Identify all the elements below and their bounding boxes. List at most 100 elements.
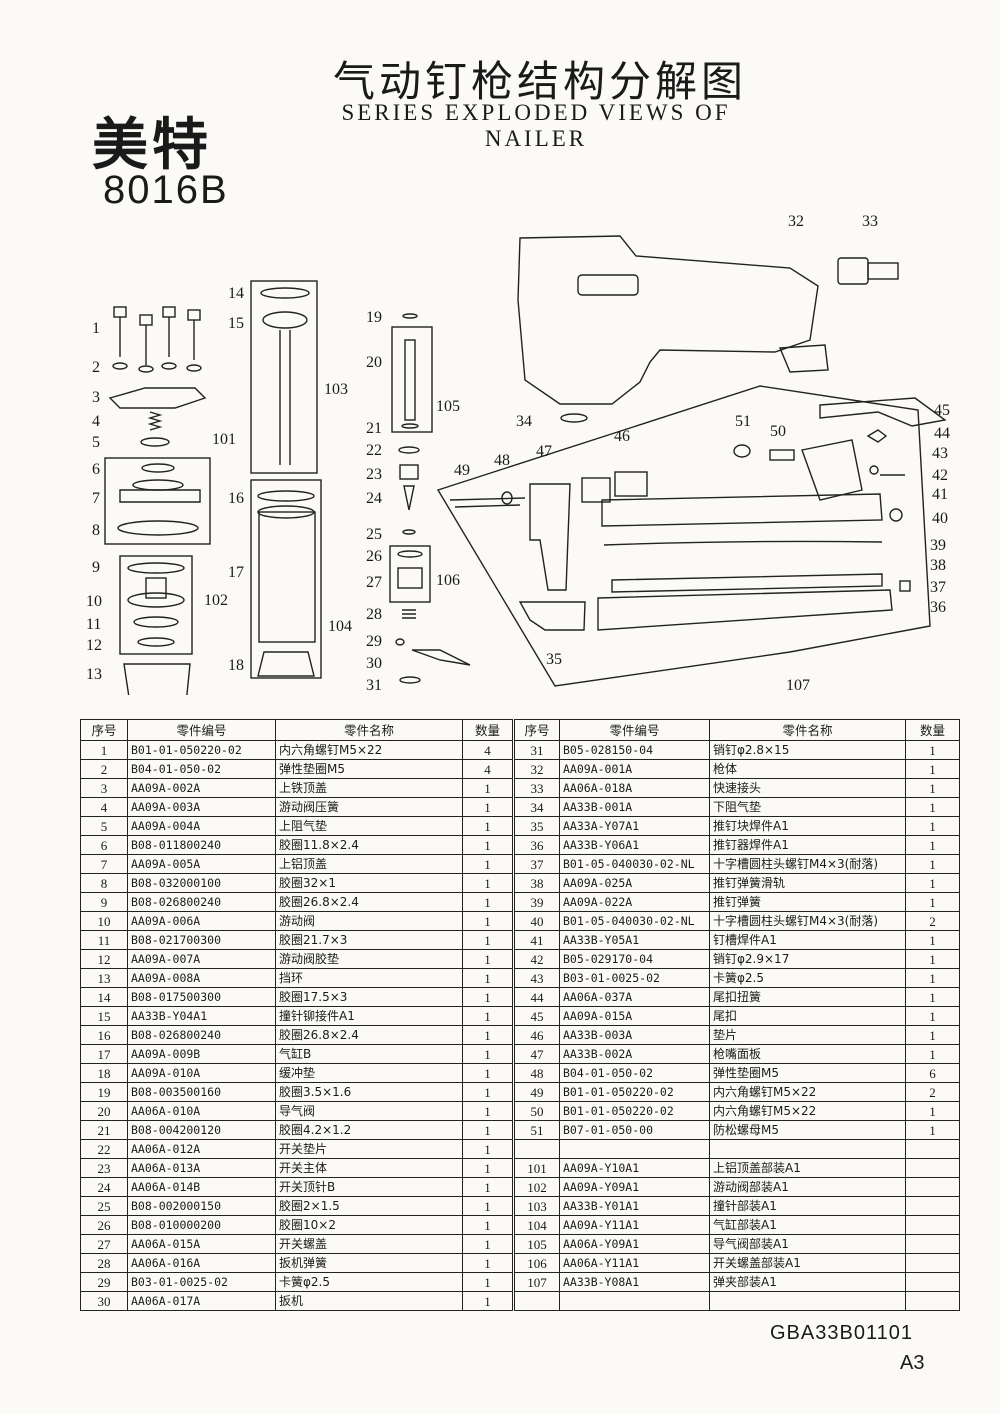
cell-name: 推钉器焊件A1 [709, 835, 906, 855]
callout-label: 51 [735, 413, 751, 430]
cell-name: 十字槽圆柱头螺钉M4×3(耐落) [709, 854, 906, 874]
cell-qty [905, 1272, 960, 1292]
cell-qty: 1 [462, 949, 513, 969]
cell-qty: 1 [462, 1082, 513, 1102]
cell-code: AA06A-Y11A1 [559, 1253, 710, 1273]
cell-qty: 1 [905, 759, 960, 779]
cell-qty: 1 [462, 1158, 513, 1178]
cell-qty: 6 [905, 1063, 960, 1083]
cell-code: B01-01-050220-02 [127, 740, 276, 760]
cell-no: 36 [514, 835, 560, 855]
cell-code: B05-028150-04 [559, 740, 710, 760]
cell-qty: 1 [462, 873, 513, 893]
cell-qty: 1 [905, 797, 960, 817]
callout-label: 103 [324, 381, 348, 398]
cell-code: AA33B-Y08A1 [559, 1272, 710, 1292]
cell-qty: 1 [462, 835, 513, 855]
callout-label: 25 [366, 526, 382, 543]
cell-name: 胶圈32×1 [275, 873, 463, 893]
col-header-qty: 数量 [905, 719, 960, 741]
cell-qty: 1 [905, 1025, 960, 1045]
cell-name: 撞针部装A1 [709, 1196, 906, 1216]
cell-code: AA06A-012A [127, 1139, 276, 1159]
cell-qty [905, 1177, 960, 1197]
cell-code: B08-011800240 [127, 835, 276, 855]
cell-name: 内六角螺钉M5×22 [709, 1082, 906, 1102]
cell-no: 35 [514, 816, 560, 836]
cell-code: B03-01-0025-02 [127, 1272, 276, 1292]
title-en: SERIES EXPLODED VIEWS OF NAILER [341, 100, 731, 151]
callout-label: 9 [92, 559, 100, 576]
cell-no: 39 [514, 892, 560, 912]
callout-label: 44 [934, 425, 950, 442]
callout-label: 3 [92, 389, 100, 406]
cell-name: 导气阀 [275, 1101, 463, 1121]
cell-no: 40 [514, 911, 560, 931]
cell-name: 胶圈21.7×3 [275, 930, 463, 950]
callout-label: 27 [366, 574, 382, 591]
cell-name: 挡环 [275, 968, 463, 988]
cell-qty: 1 [905, 740, 960, 760]
callout-label: 45 [934, 402, 950, 419]
cell-no: 16 [80, 1025, 128, 1045]
cell-no: 10 [80, 911, 128, 931]
cell-qty [905, 1215, 960, 1235]
cell-no: 47 [514, 1044, 560, 1064]
callout-label: 30 [366, 655, 382, 672]
cell-no: 24 [80, 1177, 128, 1197]
cell-name: 胶圈4.2×1.2 [275, 1120, 463, 1140]
cell-code: B08-017500300 [127, 987, 276, 1007]
cell-no: 103 [514, 1196, 560, 1216]
cell-name: 弹夹部装A1 [709, 1272, 906, 1292]
cell-no: 37 [514, 854, 560, 874]
cell-code: AA06A-014B [127, 1177, 276, 1197]
cell-no: 43 [514, 968, 560, 988]
callout-label: 26 [366, 548, 382, 565]
callout-label: 19 [366, 309, 382, 326]
cell-qty: 1 [905, 1101, 960, 1121]
cell-no: 49 [514, 1082, 560, 1102]
cell-no: 30 [80, 1291, 128, 1311]
callout-label: 22 [366, 442, 382, 459]
cell-no [514, 1291, 560, 1311]
cell-no: 11 [80, 930, 128, 950]
callout-label: 41 [932, 486, 948, 503]
cell-no: 42 [514, 949, 560, 969]
callout-label: 5 [92, 434, 100, 451]
cell-qty: 1 [462, 1272, 513, 1292]
cell-code: AA33B-Y06A1 [559, 835, 710, 855]
cell-qty: 1 [462, 1006, 513, 1026]
cell-qty: 1 [462, 1063, 513, 1083]
paper-size: A3 [900, 1352, 925, 1374]
cell-code: AA09A-003A [127, 797, 276, 817]
cell-qty: 2 [905, 1082, 960, 1102]
callout-label: 50 [770, 423, 786, 440]
cell-qty: 1 [905, 816, 960, 836]
cell-no: 5 [80, 816, 128, 836]
cell-name: 游动阀胶垫 [275, 949, 463, 969]
cell-qty: 1 [905, 949, 960, 969]
cell-code: B01-05-040030-02-NL [559, 854, 710, 874]
cell-qty: 1 [462, 778, 513, 798]
cell-qty: 1 [462, 1196, 513, 1216]
callout-label: 11 [86, 616, 101, 633]
cell-code: AA06A-017A [127, 1291, 276, 1311]
cell-qty: 1 [905, 1120, 960, 1140]
cell-name: 内六角螺钉M5×22 [275, 740, 463, 760]
